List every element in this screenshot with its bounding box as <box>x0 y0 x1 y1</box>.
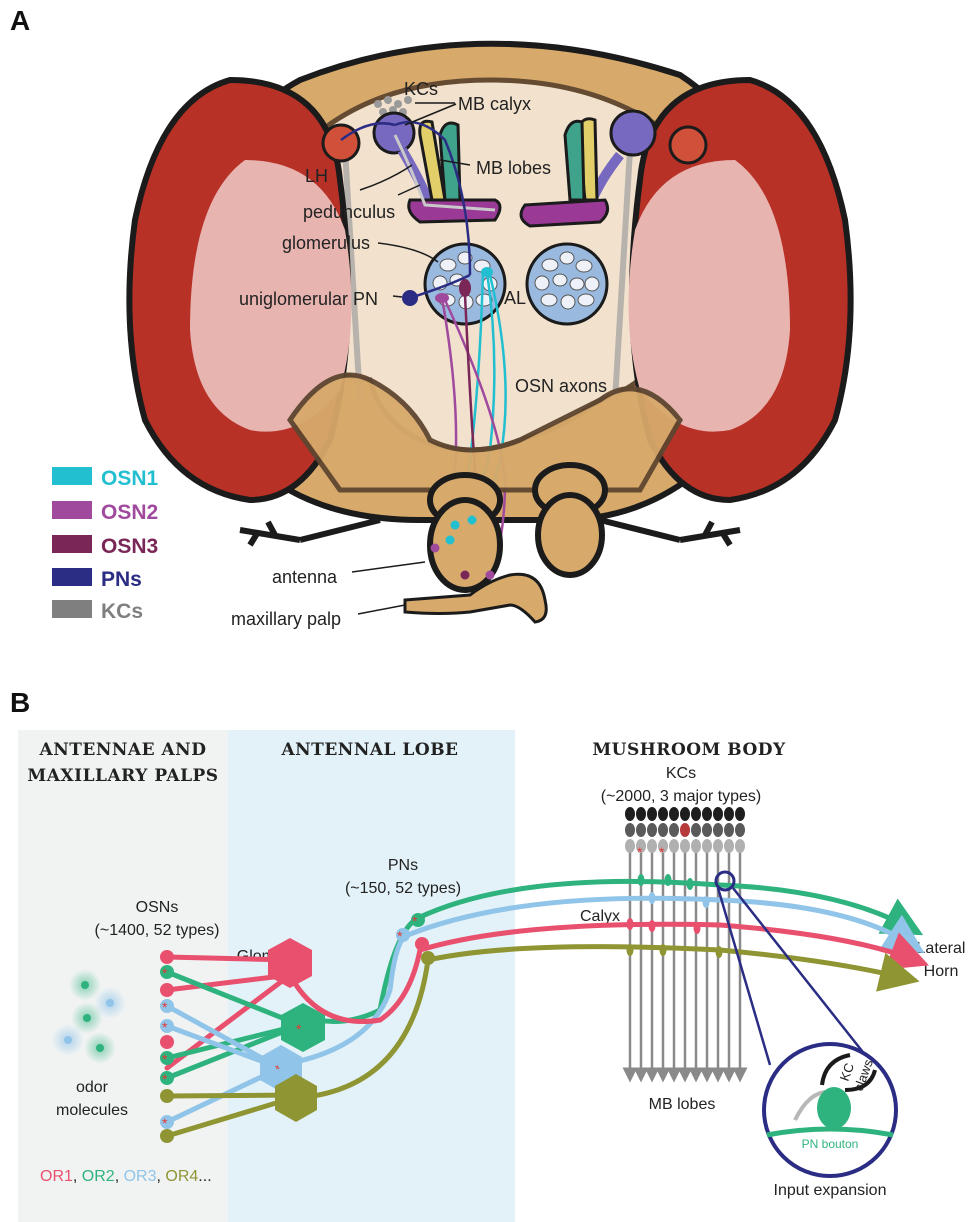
kc-soma <box>647 839 657 853</box>
kc-columns: ** <box>625 807 745 1075</box>
kc-soma <box>669 823 679 837</box>
kc-soma <box>713 839 723 853</box>
kc-soma <box>680 839 690 853</box>
fly-head <box>129 44 850 622</box>
label-osns-count: (~1400, 52 types) <box>95 922 220 939</box>
kc-soma <box>625 807 635 821</box>
label-kcs: KCs <box>404 79 438 99</box>
panel-a-letter: A <box>10 5 30 36</box>
kc-soma <box>658 823 668 837</box>
label-pn-bouton: PN bouton <box>802 1137 859 1151</box>
section-antennae-bg <box>18 730 228 1222</box>
svg-text:*: * <box>162 1051 168 1067</box>
input-expansion-inset: KC claws PN bouton <box>716 872 896 1176</box>
label-pedunculus: pedunculus <box>303 202 395 222</box>
kc-asterisk: * <box>659 844 665 860</box>
kc-soma <box>647 807 657 821</box>
svg-text:*: * <box>296 1021 302 1037</box>
label-mb-lobes-b: MB lobes <box>649 1096 716 1113</box>
label-uniglomerular-pn: uniglomerular PN <box>239 289 378 309</box>
label-horn: Horn <box>924 963 959 980</box>
label-odor: odor <box>76 1079 109 1096</box>
label-calyx: Calyx <box>580 908 620 925</box>
receptor-or4: OR4 <box>165 1168 198 1185</box>
kc-soma <box>691 839 701 853</box>
legend-swatch-osn1 <box>52 467 92 485</box>
label-mb-lobes: MB lobes <box>476 158 551 178</box>
svg-text:*: * <box>162 999 168 1015</box>
kc-soma <box>702 807 712 821</box>
legend-swatch-osn3 <box>52 535 92 553</box>
svg-text:*: * <box>162 1019 168 1035</box>
legend-label-osn3: OSN3 <box>101 535 158 558</box>
label-lateral: Lateral <box>917 940 966 957</box>
label-molecules: molecules <box>56 1102 128 1119</box>
label-pns: PNs <box>388 857 418 874</box>
label-input-expansion: Input expansion <box>774 1182 887 1199</box>
receptor-list: OR1, OR2, OR3, OR4... <box>40 1168 212 1185</box>
kc-soma <box>724 823 734 837</box>
section-title-antennae-2: MAXILLARY PALPS <box>27 766 218 786</box>
kc-soma <box>680 823 690 837</box>
svg-text:*: * <box>162 1115 168 1131</box>
legend-label-osn2: OSN2 <box>101 501 158 524</box>
label-glomerulus: glomerulus <box>282 233 370 253</box>
kc-asterisk: * <box>637 844 643 860</box>
kc-soma <box>713 823 723 837</box>
kc-soma <box>691 823 701 837</box>
receptor-or2: OR2 <box>82 1168 115 1185</box>
section-title-antennae-1: ANTENNAE AND <box>39 740 207 760</box>
svg-text:*: * <box>397 928 403 944</box>
kc-soma <box>669 839 679 853</box>
kc-soma <box>658 807 668 821</box>
legend-label-osn1: OSN1 <box>101 467 159 490</box>
legend-label-kcs: KCs <box>101 600 143 623</box>
kc-soma <box>647 823 657 837</box>
kc-soma <box>735 823 745 837</box>
label-al: AL <box>504 288 526 308</box>
label-maxillary-palp: maxillary palp <box>231 609 341 629</box>
legend-swatch-pns <box>52 568 92 586</box>
label-antenna: antenna <box>272 567 338 587</box>
kc-soma <box>625 823 635 837</box>
kc-soma <box>691 807 701 821</box>
kc-soma <box>702 839 712 853</box>
kc-soma <box>735 839 745 853</box>
antennal-lobe-right <box>527 244 607 324</box>
kc-soma <box>735 807 745 821</box>
kc-soma <box>669 807 679 821</box>
svg-text:*: * <box>162 965 168 981</box>
legend-swatch-osn2 <box>52 501 92 519</box>
label-osns: OSNs <box>136 899 179 916</box>
svg-text:*: * <box>162 1071 168 1087</box>
panel-b-letter: B <box>10 687 30 718</box>
label-kcs-count: (~2000, 3 major types) <box>601 788 762 805</box>
receptor-or1: OR1 <box>40 1168 73 1185</box>
svg-text:*: * <box>412 913 418 929</box>
label-mb-calyx: MB calyx <box>458 94 531 114</box>
kc-soma <box>636 807 646 821</box>
label-lh: LH <box>305 166 328 186</box>
legend-swatch-kcs <box>52 600 92 618</box>
legend: OSN1 OSN2 OSN3 PNs KCs <box>52 467 159 623</box>
label-pns-count: (~150, 52 types) <box>345 880 461 897</box>
kc-soma <box>702 823 712 837</box>
kc-soma <box>724 807 734 821</box>
label-kcs-b: KCs <box>666 765 696 782</box>
legend-label-pns: PNs <box>101 568 142 591</box>
section-title-mushroom-body: MUSHROOM BODY <box>592 740 786 760</box>
label-osn-axons: OSN axons <box>515 376 607 396</box>
kc-soma <box>625 839 635 853</box>
kc-soma <box>724 839 734 853</box>
section-title-antennal-lobe: ANTENNAL LOBE <box>280 740 458 760</box>
kc-soma <box>680 807 690 821</box>
kc-soma <box>636 823 646 837</box>
kc-soma <box>713 807 723 821</box>
receptor-or3: OR3 <box>124 1168 157 1185</box>
